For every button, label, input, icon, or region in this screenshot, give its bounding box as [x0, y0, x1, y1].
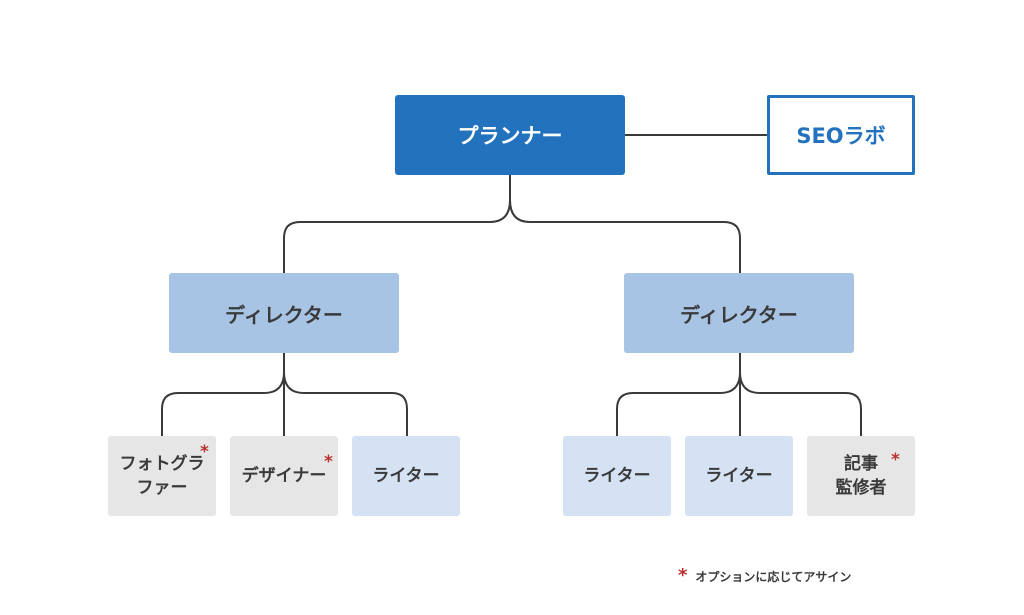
- connector-right-director-team: [616, 352, 862, 437]
- writer-label: ライター: [372, 466, 440, 486]
- director-box-left: ディレクター: [169, 273, 399, 353]
- writer-label: ライター: [583, 466, 651, 486]
- connector-left-director-team: [161, 352, 408, 437]
- designer-label: デザイナー: [241, 466, 327, 486]
- article-supervisor-label: 記事 監修者: [835, 454, 887, 498]
- writer-label: ライター: [705, 466, 773, 486]
- option-marker: *: [891, 450, 900, 470]
- director-label: ディレクター: [225, 302, 343, 327]
- writer-box: ライター: [563, 436, 671, 516]
- planner-label: プランナー: [457, 124, 563, 148]
- writer-box: ライター: [685, 436, 793, 516]
- option-marker: *: [324, 452, 333, 472]
- legend-text: オプションに応じてアサイン: [695, 569, 852, 584]
- legend-marker: *: [678, 565, 688, 586]
- director-label: ディレクター: [680, 302, 798, 327]
- planner-box: プランナー: [395, 95, 625, 175]
- designer-box: デザイナー *: [230, 436, 338, 516]
- writer-box: ライター: [352, 436, 460, 516]
- seo-lab-label: SEOラボ: [796, 124, 886, 148]
- photographer-label: フォトグラ ファー: [119, 454, 205, 498]
- article-supervisor-box: 記事 監修者 *: [807, 436, 915, 516]
- legend-note: * オプションに応じてアサイン: [678, 567, 851, 585]
- director-box-right: ディレクター: [624, 273, 854, 353]
- connector-planner-directors: [283, 174, 741, 274]
- seo-lab-box: SEOラボ: [767, 95, 915, 175]
- photographer-box: フォトグラ ファー *: [108, 436, 216, 516]
- option-marker: *: [200, 442, 209, 462]
